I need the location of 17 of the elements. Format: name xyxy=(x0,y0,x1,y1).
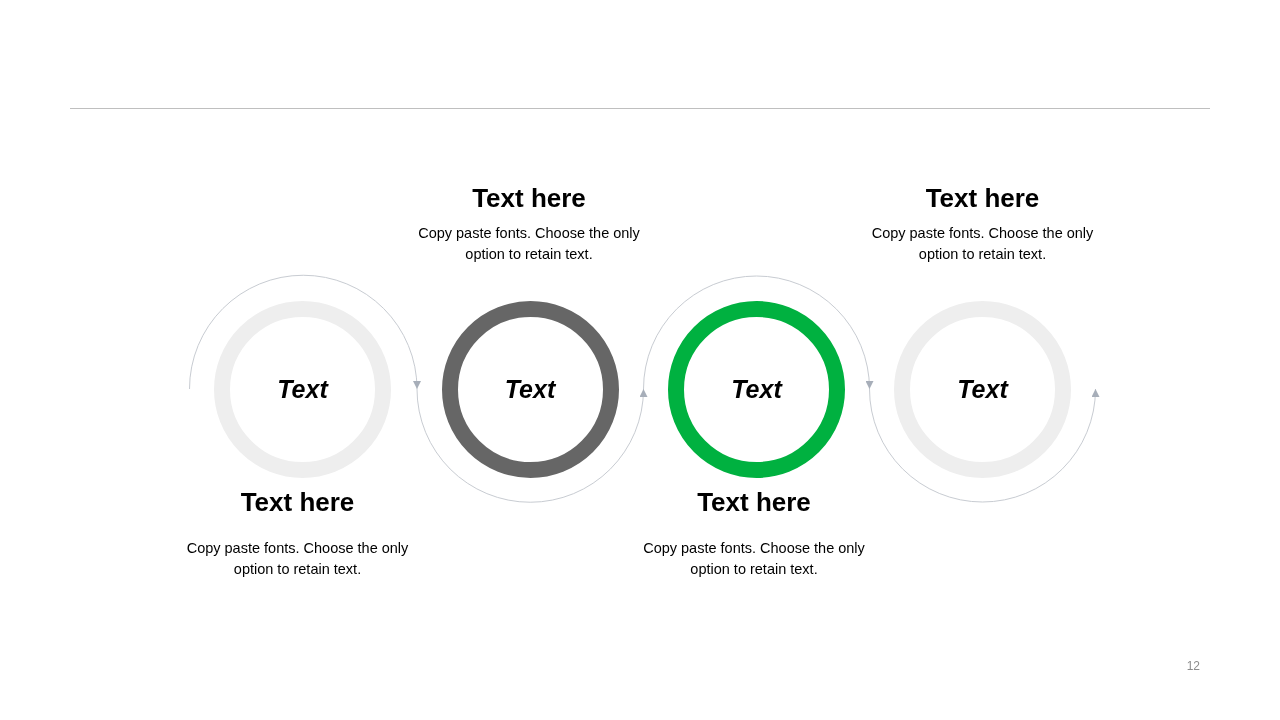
step-heading: Text here xyxy=(925,183,1040,213)
page-number: 12 xyxy=(1186,659,1200,673)
step-label: Text xyxy=(504,374,556,404)
step-heading: Text here xyxy=(472,183,586,213)
step-ring xyxy=(441,300,619,478)
step-ring xyxy=(668,300,845,478)
step-heading: Text here xyxy=(240,487,355,517)
step-ring xyxy=(214,300,391,478)
step-heading: Text here xyxy=(697,487,811,517)
step-description: Copy paste fonts. Choose the only option to retain text. xyxy=(417,223,641,264)
step-label: Text xyxy=(957,374,1008,404)
step-description: Copy paste fonts. Choose the only option to retain text. xyxy=(185,538,410,579)
step-description: Copy paste fonts. Choose the only option to retain text. xyxy=(642,538,866,579)
step-description: Copy paste fonts. Choose the only option to retain text. xyxy=(870,223,1095,264)
step-label: Text xyxy=(731,374,782,404)
step-label: Text xyxy=(277,374,328,404)
step-ring xyxy=(894,300,1071,478)
